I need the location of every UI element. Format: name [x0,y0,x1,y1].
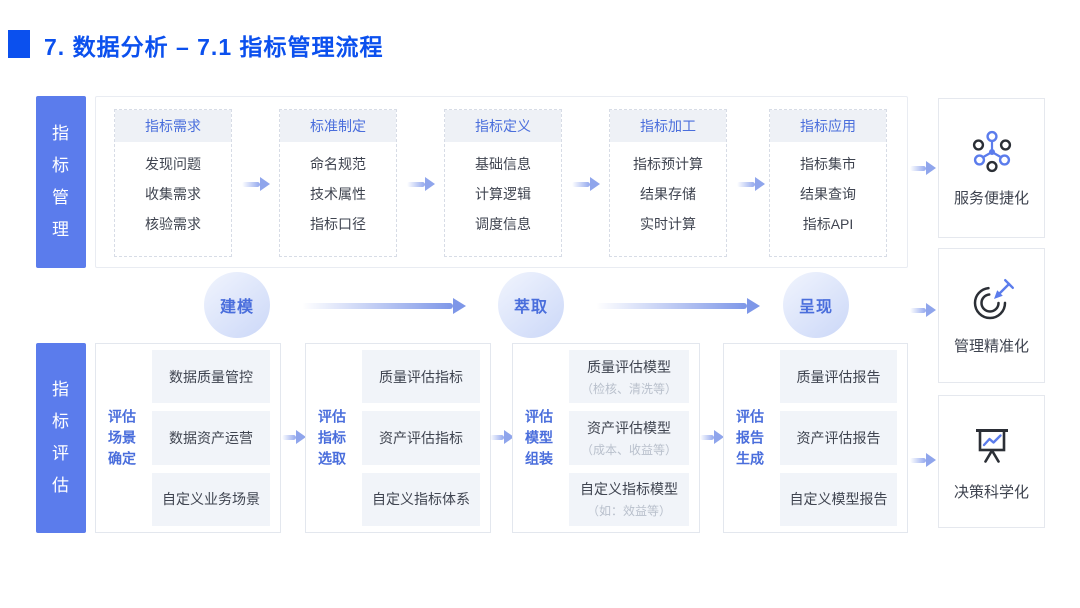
section-label-indicator-evaluation: 指 标 评 估 [36,343,86,533]
eval-item: 质量评估指标 [362,350,480,404]
eval-item-title: 数据资产运营 [169,429,253,446]
arrow-right-icon [242,177,270,191]
stage-item: 指标口径 [310,216,366,232]
stage-items: 命名规范 技术属性 指标口径 [280,142,396,239]
arrow-right-icon [910,453,936,467]
outcome-management-precision: 管理精准化 [938,248,1045,383]
stage-definition: 指标定义 基础信息 计算逻辑 调度信息 [444,109,562,257]
eval-item-title: 质量评估指标 [379,368,463,385]
stage-item: 核验需求 [145,216,201,232]
arrow-right-icon [596,298,760,314]
arrow-right-icon [700,430,724,444]
stage-item: 结果存储 [640,186,696,202]
eval-group-report-generation: 评估 报告 生成 质量评估报告 资产评估报告 自定义模型报告 [723,343,908,533]
eval-items: 质量评估模型 （检核、清洗等） 资产评估模型 （成本、收益等） 自定义指标模型 … [569,350,689,526]
target-dart-icon [973,278,1014,319]
eval-item: 资产评估指标 [362,411,480,465]
stage-item: 结果查询 [800,186,856,202]
eval-item-title: 自定义模型报告 [789,491,888,508]
eval-item-title: 数据质量管控 [169,368,253,385]
stage-application: 指标应用 指标集市 结果查询 指标API [769,109,887,257]
step-circle-presentation: 呈现 [783,272,849,338]
stage-header: 指标应用 [770,110,886,142]
presentation-chart-icon [975,428,1008,463]
eval-group-label: 评估 模型 组装 [525,408,553,467]
eval-item-subtitle: （成本、收益等） [580,442,677,457]
outcome-service-convenience: 服务便捷化 [938,98,1045,238]
arrow-right-icon [407,177,435,191]
eval-item-title: 自定义指标体系 [372,491,470,508]
stage-item: 指标API [802,216,854,232]
eval-group-scenario: 评估 场景 确定 数据质量管控 数据资产运营 自定义业务场景 [95,343,281,533]
eval-group-label: 评估 报告 生成 [736,408,764,467]
eval-item: 资产评估报告 [780,411,897,465]
stage-header: 指标定义 [445,110,561,142]
eval-item: 自定义指标体系 [362,472,480,526]
eval-item: 质量评估报告 [780,350,897,404]
stage-item: 计算逻辑 [475,186,531,202]
eval-item: 数据质量管控 [152,350,270,404]
step-circle-modeling: 建模 [204,272,270,338]
eval-item: 数据资产运营 [152,411,270,465]
stage-requirement: 指标需求 发现问题 收集需求 核验需求 [114,109,232,257]
page-title: 7. 数据分析 – 7.1 指标管理流程 [44,34,384,60]
arrow-right-icon [910,303,936,317]
arrow-right-icon [302,298,466,314]
network-nodes-icon [972,130,1011,173]
stage-item: 指标预计算 [633,156,703,172]
outcome-decision-science: 决策科学化 [938,395,1045,528]
arrow-right-icon [737,177,765,191]
stage-item: 技术属性 [310,186,366,202]
stage-item: 实时计算 [640,216,696,232]
outcome-label: 服务便捷化 [953,190,1029,207]
eval-item-subtitle: （如：效益等） [586,504,671,519]
stage-standard: 标准制定 命名规范 技术属性 指标口径 [279,109,397,257]
arrow-right-icon [910,161,936,175]
eval-item-title: 资产评估报告 [796,429,881,446]
section-label-indicator-management: 指 标 管 理 [36,96,86,268]
stage-item: 发现问题 [145,156,201,172]
stage-item: 命名规范 [310,156,366,172]
eval-item: 资产评估模型 （成本、收益等） [569,411,689,465]
arrow-right-icon [490,430,514,444]
stage-header: 标准制定 [280,110,396,142]
eval-item: 自定义指标模型 （如：效益等） [569,472,689,526]
stage-item: 收集需求 [145,186,201,202]
eval-items: 质量评估报告 资产评估报告 自定义模型报告 [780,350,897,526]
stage-header: 指标加工 [610,110,726,142]
eval-group-label: 评估 指标 选取 [318,408,346,467]
stage-item: 调度信息 [475,216,531,232]
stage-processing: 指标加工 指标预计算 结果存储 实时计算 [609,109,727,257]
stage-items: 发现问题 收集需求 核验需求 [115,142,231,239]
eval-items: 数据质量管控 数据资产运营 自定义业务场景 [152,350,270,526]
eval-item-title: 质量评估报告 [796,368,881,385]
eval-item-subtitle: （检核、清洗等） [580,381,677,396]
arrow-right-icon [282,430,306,444]
outcome-label: 决策科学化 [953,483,1029,501]
stage-item: 基础信息 [475,156,531,172]
eval-item-title: 资产评估模型 [587,419,671,436]
stage-item: 指标集市 [800,156,856,172]
eval-item-title: 质量评估模型 [587,358,671,375]
stage-items: 指标集市 结果查询 指标API [770,142,886,239]
eval-item-title: 自定义指标模型 [580,481,678,498]
eval-group-label: 评估 场景 确定 [108,408,136,467]
title-accent-square [8,30,30,58]
eval-items: 质量评估指标 资产评估指标 自定义指标体系 [362,350,480,526]
management-pipeline-card: 指标需求 发现问题 收集需求 核验需求 标准制定 命名规范 技术属性 指标口径 … [95,96,908,268]
eval-item: 自定义业务场景 [152,472,270,526]
eval-group-indicator-selection: 评估 指标 选取 质量评估指标 资产评估指标 自定义指标体系 [305,343,491,533]
stage-header: 指标需求 [115,110,231,142]
eval-item-title: 自定义业务场景 [162,491,260,508]
arrow-right-icon [572,177,600,191]
outcome-label: 管理精准化 [953,337,1029,355]
eval-group-model-assembly: 评估 模型 组装 质量评估模型 （检核、清洗等） 资产评估模型 （成本、收益等）… [512,343,700,533]
stage-items: 指标预计算 结果存储 实时计算 [610,142,726,239]
step-circle-extraction: 萃取 [498,272,564,338]
stage-items: 基础信息 计算逻辑 调度信息 [445,142,561,239]
eval-item-title: 资产评估指标 [379,429,463,446]
eval-item: 质量评估模型 （检核、清洗等） [569,350,689,404]
eval-item: 自定义模型报告 [780,472,897,526]
